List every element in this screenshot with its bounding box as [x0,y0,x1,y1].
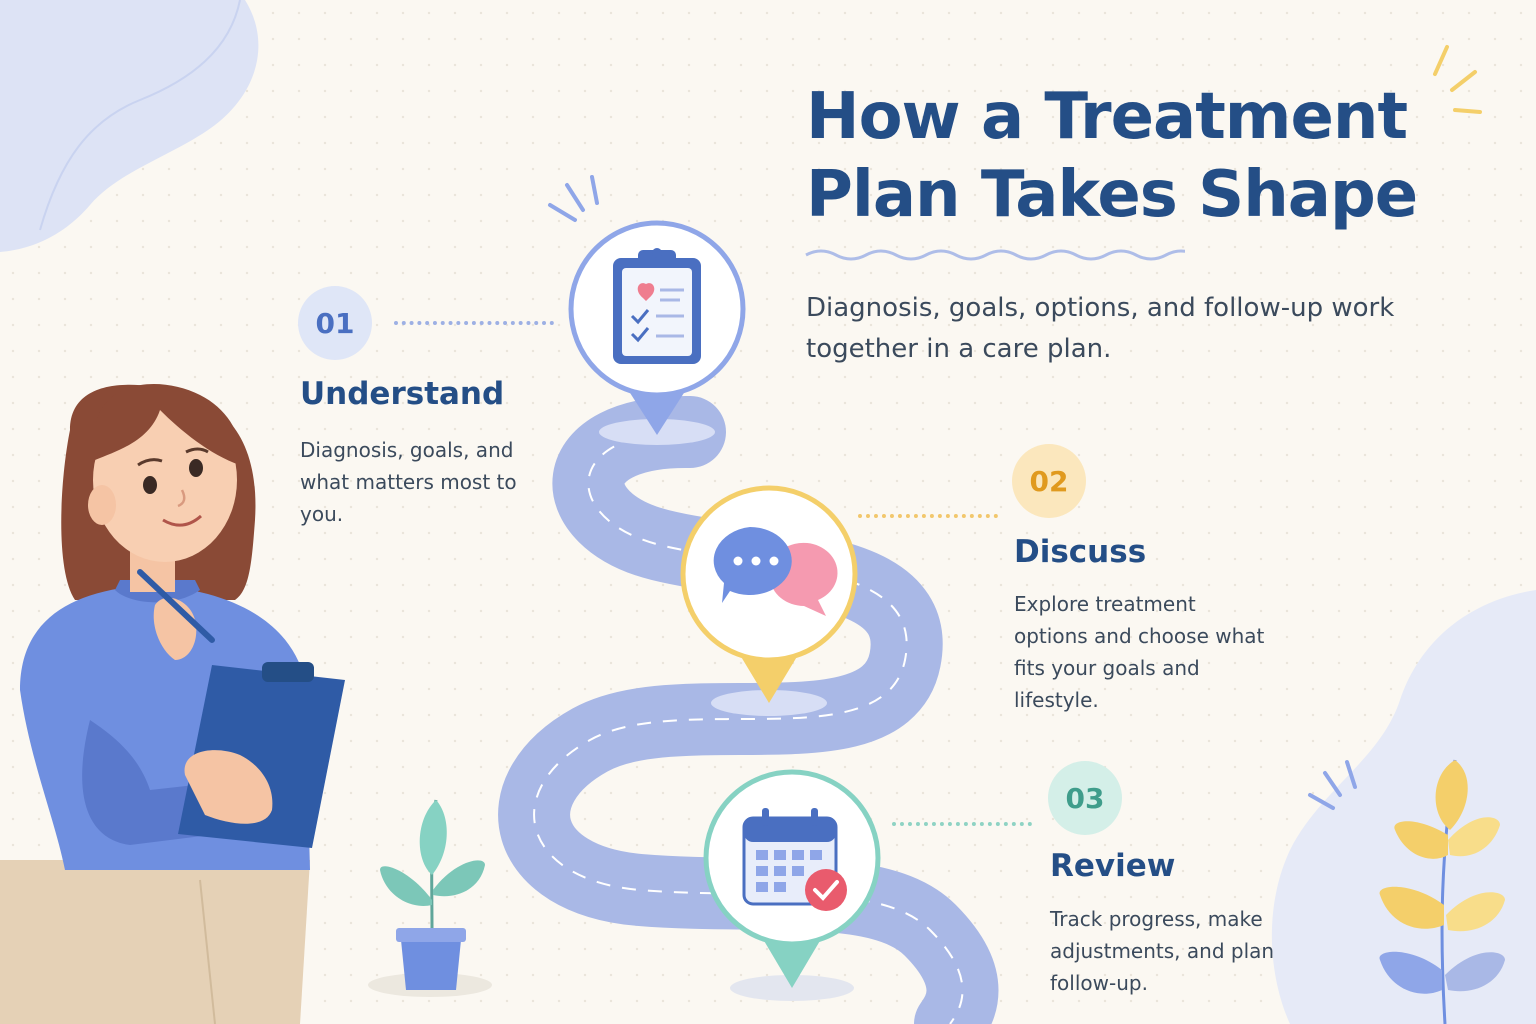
step-description-review: Track progress, make adjustments, and pl… [1050,907,1275,995]
calendar-check-icon [742,808,847,911]
corner-blob-top-left [0,0,259,252]
step-title-discuss: Discuss [1014,534,1147,570]
chat-bubbles-icon [713,527,838,616]
step-description-understand: Diagnosis, goals, and what matters most … [300,438,517,526]
woman-illustration [0,384,345,1024]
step-number-badge: 02 [1012,444,1086,518]
leaf-branch-illustration [1379,759,1505,1024]
page-title-line-2: Plan Takes Shape [806,158,1418,232]
road-path [498,395,999,1024]
dotted-connector [858,514,998,518]
sparkle-icon [1308,760,1357,810]
clipboard-icon [613,248,701,364]
step-description-discuss: Explore treatment options and choose wha… [1014,592,1265,712]
pin-marker-discuss [680,485,858,703]
page-subtitle: Diagnosis, goals, options, and follow-up… [806,293,1395,364]
pin-marker-review [703,769,881,988]
step-number-badge: 03 [1048,761,1122,835]
step-title-review: Review [1050,848,1176,884]
corner-blob-line [39,0,241,231]
pin-marker-understand [568,220,746,435]
sparkle-icon [1433,45,1482,114]
step-title-understand: Understand [300,376,505,412]
dotted-connector [394,321,554,325]
sparkle-icon [548,175,599,222]
potted-plant-illustration [368,799,492,997]
step-number-badge: 01 [298,286,372,360]
dotted-connector [892,822,1032,826]
page-title: How a Treatment Plan Takes Shape [806,78,1506,234]
title-underline [805,249,1185,261]
page-title-line-1: How a Treatment [806,80,1408,154]
